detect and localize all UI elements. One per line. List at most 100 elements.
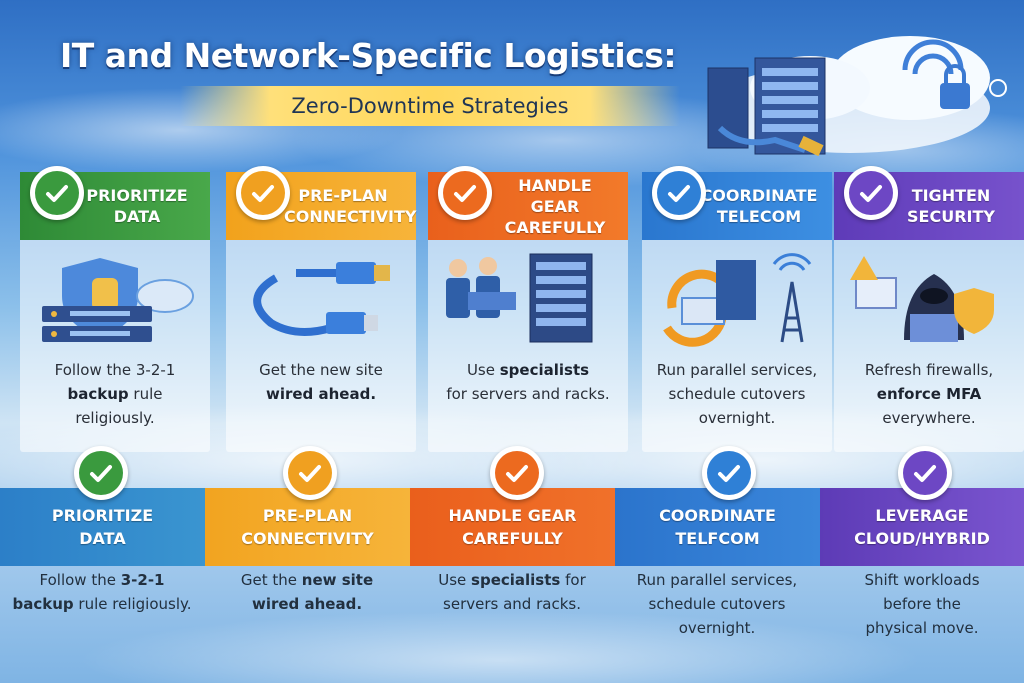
card-text-line: overnight. <box>698 409 776 427</box>
card-text-line: schedule cutovers <box>668 385 806 403</box>
card-text-line: Follow the 3-2-1 <box>54 361 176 379</box>
bottom-title-line: LEVERAGE <box>875 506 969 525</box>
card-title: HANDLE GEAR CAREFULLY <box>496 175 614 238</box>
bottom-title-line: CLOUD/HYBRID <box>854 529 990 548</box>
card-title-line: TELECOM <box>716 207 802 226</box>
card-text-span: Use <box>466 361 500 379</box>
bottom-title-line: DATA <box>79 529 126 548</box>
bottom-text-line: overnight. <box>678 619 756 637</box>
card-title-line: TIGHTEN <box>911 186 991 205</box>
card-text-span: rule religiously. <box>75 385 163 427</box>
card-text-line: for servers and racks. <box>446 385 610 403</box>
bottom-text-bold: new site <box>301 571 374 589</box>
ethernet-cable-icon <box>253 262 390 336</box>
card-description: Refresh firewalls, enforce MFA everywher… <box>840 358 1018 430</box>
bottom-text-line: Use specialists for <box>412 568 612 592</box>
card-description: Follow the 3-2-1 backup rule religiously… <box>26 358 204 430</box>
card-text-line: backup rule religiously. <box>26 382 204 430</box>
card-description: Use specialists for servers and racks. <box>434 358 622 406</box>
card-pre-plan-connectivity: PRE-PLAN CONNECTIVITY Get the new site w… <box>226 166 417 452</box>
card-text-line: Refresh firewalls, <box>864 361 994 379</box>
card-title-line: COORDINATE <box>700 186 818 205</box>
bottom-text-line: backup rule religiously. <box>2 592 202 616</box>
card-description: Get the new site wired ahead. <box>232 358 410 406</box>
card-text-line: everywhere. <box>882 409 976 427</box>
bottom-title-line: CONNECTIVITY <box>241 529 374 548</box>
card-title-line: PRIORITIZE <box>86 186 188 205</box>
card-handle-gear: HANDLE GEAR CAREFULLY Use specialists fo… <box>428 166 628 452</box>
bottom-text-line: physical move. <box>865 619 979 637</box>
card-description: Run parallel services, schedule cutovers… <box>648 358 826 430</box>
check-badge <box>236 166 290 220</box>
card-coordinate-telecom: COORDINATE TELECOM Run parallel services… <box>642 166 832 452</box>
check-badge <box>652 166 706 220</box>
subtitle-banner: Zero-Downtime Strategies <box>180 86 680 126</box>
card-text-line: Run parallel services, <box>656 361 818 379</box>
bottom-text-bold: backup <box>12 595 74 613</box>
checkmark-icon <box>454 185 476 202</box>
bottom-description: Follow the 3-2-1 backup rule religiously… <box>2 568 202 616</box>
card-text-line: Get the new site <box>259 361 383 379</box>
bottom-header-handle-gear: HANDLE GEAR CAREFULLY <box>410 488 615 566</box>
card-title-line: PRE-PLAN <box>298 186 388 205</box>
card-title-line: CONNECTIVITY <box>284 207 417 226</box>
check-badge <box>490 446 544 500</box>
card-tighten-security: TIGHTEN SECURITY Refresh firewalls, enfo… <box>834 166 1024 452</box>
bottom-text-span: rule religiously. <box>73 595 192 613</box>
checkmark-icon <box>860 185 882 202</box>
check-badge <box>30 166 84 220</box>
bottom-title-line: PRE-PLAN <box>262 506 353 525</box>
card-prioritize-data: PRIORITIZE DATA Follow the 3-2-1 backup … <box>20 166 210 452</box>
bottom-title-line: PRIORITIZE <box>51 506 154 525</box>
card-text-line: wired ahead. <box>232 382 410 406</box>
card-text-bold: enforce MFA <box>876 385 982 403</box>
check-badge <box>438 166 492 220</box>
bottom-text-line: before the <box>883 595 961 613</box>
page-subtitle: Zero-Downtime Strategies <box>291 94 569 118</box>
card-title-line: CAREFULLY <box>504 217 606 237</box>
card-text-bold: backup <box>67 385 129 403</box>
check-badge <box>898 446 952 500</box>
card-title: PRIORITIZE DATA <box>78 185 196 227</box>
checkmark-icon <box>506 465 528 482</box>
bottom-description: Use specialists for servers and racks. <box>412 568 612 616</box>
cloud-server-hero-icon <box>707 36 1007 157</box>
bottom-text-line: Follow the 3-2-1 <box>2 568 202 592</box>
card-title: COORDINATE TELECOM <box>700 185 818 227</box>
bottom-text-bold: wired ahead. <box>251 595 363 613</box>
card-text-line: Use specialists <box>434 358 622 382</box>
checkmark-icon <box>718 465 740 482</box>
bottom-title-line: HANDLE GEAR <box>448 506 577 525</box>
bottom-text-span: Follow the <box>39 571 121 589</box>
bottom-text-line: wired ahead. <box>207 592 407 616</box>
bottom-header-pre-plan: PRE-PLAN CONNECTIVITY <box>205 488 410 566</box>
bottom-title-line: COORDINATE <box>659 506 776 525</box>
checkmark-icon <box>668 185 690 202</box>
bottom-text-span: for <box>560 571 586 589</box>
bottom-text-bold: 3-2-1 <box>120 571 165 589</box>
check-badge <box>702 446 756 500</box>
telecom-tower-icon <box>663 253 812 347</box>
bottom-text-span: Get the <box>240 571 302 589</box>
card-title: TIGHTEN SECURITY <box>892 185 1010 227</box>
checkmark-icon <box>299 465 321 482</box>
bottom-text-bold: specialists <box>471 571 561 589</box>
check-badge <box>844 166 898 220</box>
card-title-line: DATA <box>113 207 161 226</box>
card-title: PRE-PLAN CONNECTIVITY <box>284 185 417 227</box>
bottom-header-prioritize-data: PRIORITIZE DATA <box>0 488 205 566</box>
bottom-text-span: Use <box>438 571 472 589</box>
bottom-header-coordinate-telecom: COORDINATE TELFCOM <box>615 488 820 566</box>
checkmark-icon <box>252 185 274 202</box>
bottom-text-line: servers and racks. <box>443 595 581 613</box>
checkmark-icon <box>90 465 112 482</box>
card-text-line: enforce MFA <box>840 382 1018 406</box>
card-text-bold: specialists <box>499 361 590 379</box>
bottom-title-line: TELFCOM <box>675 529 760 548</box>
bottom-title-line: CAREFULLY <box>462 529 563 548</box>
bottom-description: Shift workloads before the physical move… <box>822 568 1022 640</box>
card-title-line: SECURITY <box>907 207 995 226</box>
card-text-bold: wired ahead. <box>265 385 377 403</box>
technicians-server-rack-icon <box>446 253 593 343</box>
bottom-text-line: Run parallel services, <box>636 571 798 589</box>
